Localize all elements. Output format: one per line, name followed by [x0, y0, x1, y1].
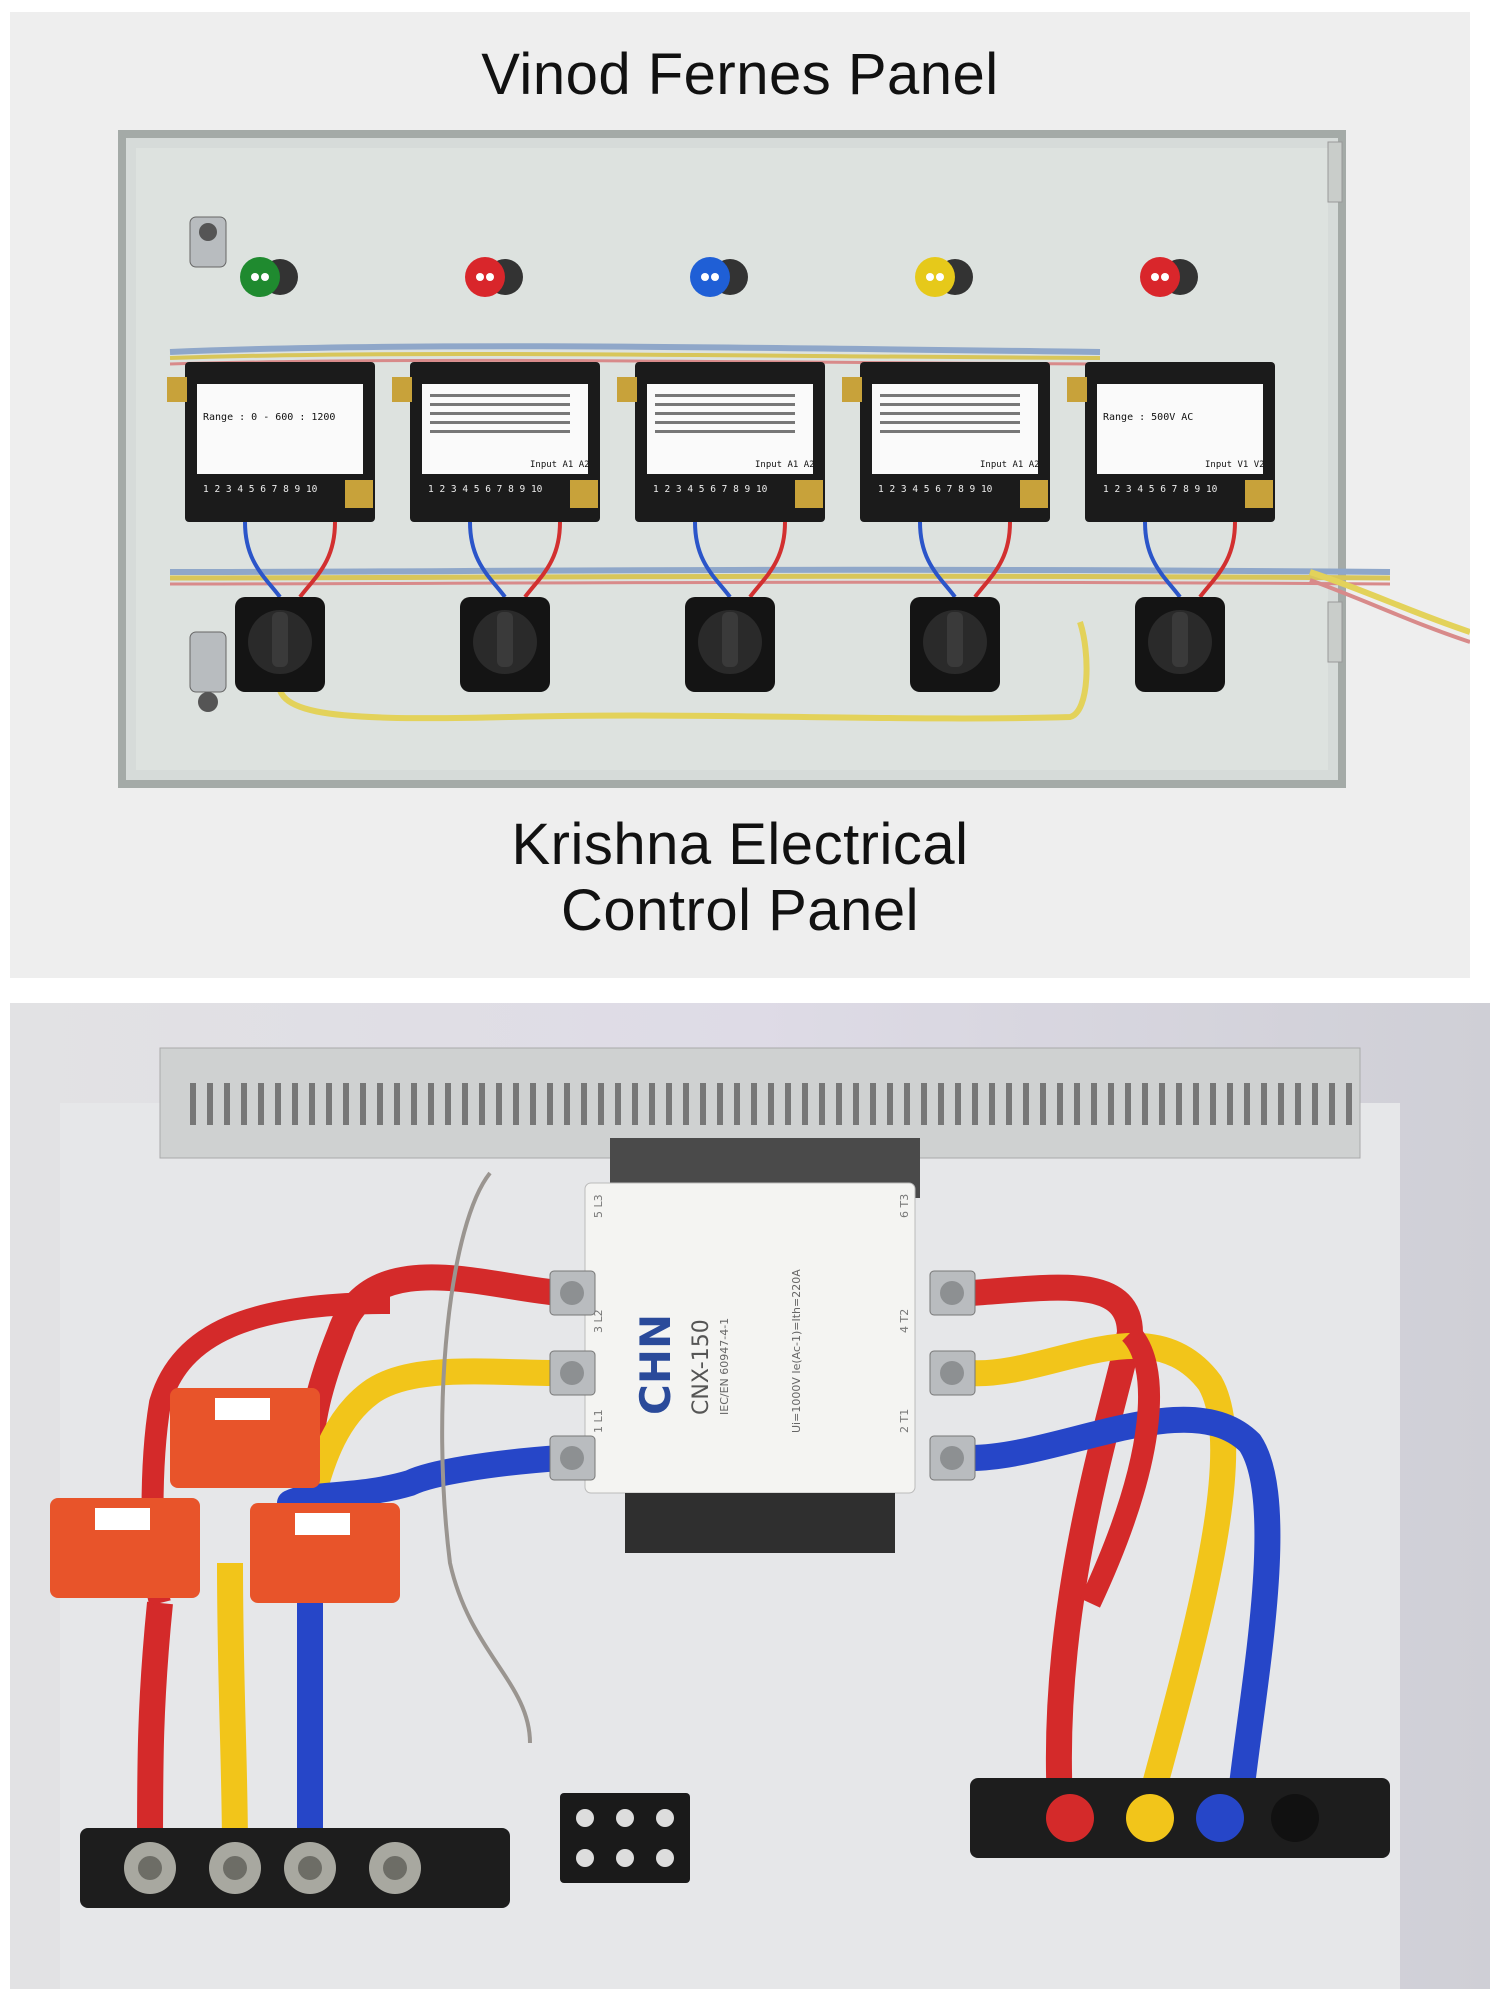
meter-panel-scene: Range : 0 - 600 : 1200 1 2 3 4 5 6 7 8 9 …: [10, 12, 1470, 978]
meter-terminal-numbers: 1 2 3 4 5 6 7 8 9 10: [1103, 484, 1218, 495]
selector-switch-3[interactable]: [685, 597, 775, 692]
meter-input-label: Input A1 A2: [980, 460, 1040, 470]
terminal-block-screw-top-2: [616, 1809, 634, 1827]
current-transformer-1: [50, 1498, 200, 1598]
caption-line-1: Krishna Electrical: [511, 812, 969, 877]
meter-terminal-numbers: 1 2 3 4 5 6 7 8 9 10: [653, 484, 768, 495]
contactor-panel-scene: CHN CNX-150 IEC/EN 60947-4-1 Ui=1000V Ie…: [10, 1003, 1490, 1989]
contactor-rating: Ui=1000V Ie(Ac-1)=Ith=220A: [790, 1269, 803, 1433]
hinge: [1327, 141, 1343, 203]
indicator-lamp-4: [915, 257, 973, 297]
selector-switch-4[interactable]: [910, 597, 1000, 692]
panel-meter-4: Input A1 A2 1 2 3 4 5 6 7 8 9 10: [842, 362, 1050, 599]
busbar-left-bolt-3: [284, 1842, 336, 1894]
terminal-label-l2: 3 L2: [592, 1309, 605, 1333]
busbar-right-terminal-3: [1196, 1794, 1244, 1842]
meter-terminal-numbers: 1 2 3 4 5 6 7 8 9 10: [203, 484, 318, 495]
busbar-right-terminal-1: [1046, 1794, 1094, 1842]
indicator-lamp-3: [690, 257, 748, 297]
wiring-duct: [159, 1047, 1361, 1159]
busbar-right: [970, 1778, 1390, 1858]
photo-title: Vinod Fernes Panel: [481, 42, 999, 107]
photo-caption: Krishna Electrical Control Panel: [10, 812, 1470, 944]
terminal-label-l1: 1 L1: [592, 1409, 605, 1433]
contactor-std: IEC/EN 60947-4-1: [718, 1318, 731, 1415]
contactor-model: CNX-150: [689, 1319, 714, 1415]
panel-meter-2: Input A1 A2 1 2 3 4 5 6 7 8 9 10: [392, 362, 600, 599]
contactor-terminal-line-1: [549, 1270, 596, 1316]
terminal-block-screw-bottom-1: [576, 1849, 594, 1867]
bottom-photo: CHN CNX-150 IEC/EN 60947-4-1 Ui=1000V Ie…: [10, 1003, 1490, 1989]
indicator-lamp-1: [240, 257, 298, 297]
meter-terminal-numbers: 1 2 3 4 5 6 7 8 9 10: [428, 484, 543, 495]
selector-switch-1[interactable]: [235, 597, 325, 692]
selector-switch-5[interactable]: [1135, 597, 1225, 692]
contactor-terminal-line-3: [549, 1435, 596, 1481]
contactor-terminal-line-2: [549, 1350, 596, 1396]
indicator-lamp-5: [1140, 257, 1198, 297]
meter-input-label: Input A1 A2: [530, 460, 590, 470]
caption-line-2: Control Panel: [561, 878, 919, 943]
meter-input-label: Input A1 A2: [755, 460, 815, 470]
busbar-right-terminal-4: [1271, 1794, 1319, 1842]
terminal-block-screw-bottom-2: [616, 1849, 634, 1867]
terminal-label-t3: 6 T3: [898, 1194, 911, 1218]
top-photo: Range : 0 - 600 : 1200 1 2 3 4 5 6 7 8 9 …: [10, 12, 1470, 978]
current-transformer-2: [170, 1388, 320, 1488]
current-transformer-3: [250, 1503, 400, 1603]
terminal-block-screw-top-3: [656, 1809, 674, 1827]
terminal-block: [560, 1793, 690, 1883]
busbar-left: [80, 1828, 510, 1908]
indicator-lamp-2: [465, 257, 523, 297]
busbar-left-bolt-2: [209, 1842, 261, 1894]
busbar-left-bolt-4: [369, 1842, 421, 1894]
terminal-label-l3: 5 L3: [592, 1194, 605, 1218]
contactor-brand: CHN: [631, 1314, 680, 1415]
contactor-terminal-load-1: [929, 1270, 976, 1316]
contactor-terminal-load-3: [929, 1435, 976, 1481]
contactor-terminal-load-2: [929, 1350, 976, 1396]
meter-input-label: Input V1 V2: [1205, 460, 1265, 470]
panel-lock-bottom: [189, 631, 227, 712]
terminal-block-screw-top-1: [576, 1809, 594, 1827]
panel-meter-1: Range : 0 - 600 : 1200 1 2 3 4 5 6 7 8 9 …: [167, 362, 375, 599]
terminal-label-t1: 2 T1: [898, 1409, 911, 1433]
meter-range-label: Range : 500V AC: [1103, 412, 1193, 423]
busbar-right-terminal-2: [1126, 1794, 1174, 1842]
panel-meter-3: Input A1 A2 1 2 3 4 5 6 7 8 9 10: [617, 362, 825, 599]
meter-range-label: Range : 0 - 600 : 1200: [203, 412, 335, 423]
terminal-label-t2: 4 T2: [898, 1309, 911, 1333]
meter-terminal-numbers: 1 2 3 4 5 6 7 8 9 10: [878, 484, 993, 495]
panel-meter-5: Range : 500V AC Input V1 V2 1 2 3 4 5 6 7 …: [1067, 362, 1275, 599]
busbar-left-bolt-1: [124, 1842, 176, 1894]
terminal-block-screw-bottom-3: [656, 1849, 674, 1867]
contactor: CHN CNX-150 IEC/EN 60947-4-1 Ui=1000V Ie…: [584, 1138, 920, 1553]
selector-switch-2[interactable]: [460, 597, 550, 692]
panel-lock-top: [189, 216, 227, 268]
